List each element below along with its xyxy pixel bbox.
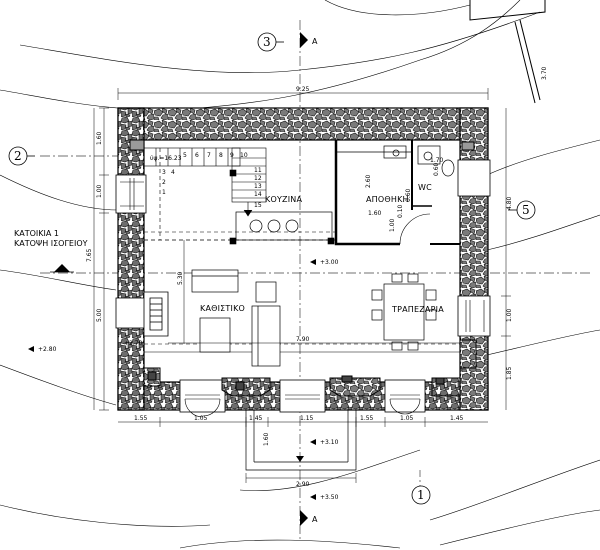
grid-marker-1: 1 xyxy=(417,488,425,502)
dim-left-c: 5.00 xyxy=(96,308,103,322)
svg-text:7: 7 xyxy=(207,152,211,159)
dim-kitchen: 5.30 xyxy=(177,271,184,285)
section-letter-top: A xyxy=(312,37,318,46)
dim-store-a: 1.00 xyxy=(389,218,396,232)
dim-left-b: 1.00 xyxy=(96,184,103,198)
level-triangles xyxy=(28,259,316,500)
room-label-dining: ΤΡΑΠΕΖΑΡΙΑ xyxy=(391,305,444,314)
room-label-wc: WC xyxy=(418,183,432,192)
dim-store-b: 0.10 xyxy=(397,204,404,218)
room-label-living: ΚΑΘΙΣΤΙΚΟ xyxy=(200,304,245,313)
svg-text:1.55: 1.55 xyxy=(360,415,374,422)
svg-text:1.05: 1.05 xyxy=(194,415,208,422)
svg-text:13: 13 xyxy=(254,183,262,190)
room-label-kitchen: ΚΟΥΖΙΝΑ xyxy=(265,195,302,204)
grid-marker-5: 5 xyxy=(522,203,530,217)
neighbour-outline xyxy=(469,0,546,104)
level-fireplace: +2.70 xyxy=(124,340,143,347)
dim-wc-h: 0.60 xyxy=(433,162,440,176)
stair-note: ύψ.=16.23 xyxy=(150,155,182,162)
dim-right-total: 4.80 xyxy=(506,196,513,210)
svg-text:1.45: 1.45 xyxy=(249,415,263,422)
drawing-title-line1: ΚΑΤΟΙΚΙΑ 1 xyxy=(14,229,59,238)
dim-top-total: 9.25 xyxy=(296,86,310,93)
dim-wc-w: 1.70 xyxy=(430,157,444,164)
svg-text:12: 12 xyxy=(254,175,262,182)
interior-walls xyxy=(144,140,460,353)
dim-interior: 7.90 xyxy=(296,336,310,343)
svg-text:11: 11 xyxy=(254,167,262,174)
svg-text:9: 9 xyxy=(230,152,234,159)
dim-right-b: 1.85 xyxy=(506,366,513,380)
svg-text:1.15: 1.15 xyxy=(300,415,314,422)
wc-fixtures xyxy=(383,145,455,177)
dimension-lines xyxy=(93,88,511,483)
grid-markers xyxy=(8,32,536,505)
level-west-ground: +2.80 xyxy=(38,346,57,353)
section-letter-bottom: A xyxy=(312,515,318,524)
grid-marker-3: 3 xyxy=(263,35,271,49)
level-exterior: +3.50 xyxy=(320,494,339,501)
drawing-title-line2: ΚΑΤΟΨΗ ΙΣΟΓΕΙΟΥ xyxy=(14,239,88,248)
svg-text:1.55: 1.55 xyxy=(134,415,148,422)
entrance-porch xyxy=(245,410,357,471)
dim-porch-d: 1.60 xyxy=(263,432,270,446)
dim-right-a: 1.00 xyxy=(506,308,513,322)
svg-text:1.05: 1.05 xyxy=(400,415,414,422)
svg-text:6: 6 xyxy=(195,152,199,159)
level-porch: +3.10 xyxy=(320,439,339,446)
living-furniture xyxy=(191,269,281,367)
svg-text:1.45: 1.45 xyxy=(450,415,464,422)
dining-furniture xyxy=(371,273,437,351)
bottom-dimensions: 1.55 1.05 1.45 1.15 1.55 1.05 1.45 xyxy=(134,415,464,422)
pilasters xyxy=(129,139,477,397)
svg-text:3: 3 xyxy=(162,169,166,176)
svg-text:14: 14 xyxy=(254,191,262,198)
dim-top-right: 3.70 xyxy=(541,66,548,80)
level-main-floor: +3.00 xyxy=(320,259,339,266)
staircase xyxy=(143,147,335,245)
grid-marker-2: 2 xyxy=(14,149,22,163)
room-label-storage: ΑΠΟΘΗΚΗ xyxy=(366,195,409,204)
svg-text:1: 1 xyxy=(162,189,166,196)
dim-storage-w: 1.60 xyxy=(368,210,382,217)
section-markers xyxy=(300,32,308,526)
fireplace xyxy=(143,291,169,337)
svg-text:4: 4 xyxy=(171,169,175,176)
dim-porch-w: 2.90 xyxy=(296,481,310,488)
svg-text:8: 8 xyxy=(219,152,223,159)
svg-text:10: 10 xyxy=(240,152,248,159)
svg-text:2: 2 xyxy=(162,179,166,186)
dim-storage-h: 2.60 xyxy=(365,174,372,188)
stair-step-numbers: 15 14 13 12 11 10 9 8 7 6 5 4 3 2 1 xyxy=(162,152,262,209)
svg-text:5: 5 xyxy=(183,152,187,159)
wall-openings xyxy=(115,159,491,413)
dim-left-a: 1.60 xyxy=(96,131,103,145)
svg-text:15: 15 xyxy=(254,202,262,209)
dim-store-c: 0.60 xyxy=(405,188,412,202)
window-frames xyxy=(120,178,485,418)
kitchen-counter xyxy=(235,211,333,241)
dim-left-total: 7.65 xyxy=(86,248,93,262)
